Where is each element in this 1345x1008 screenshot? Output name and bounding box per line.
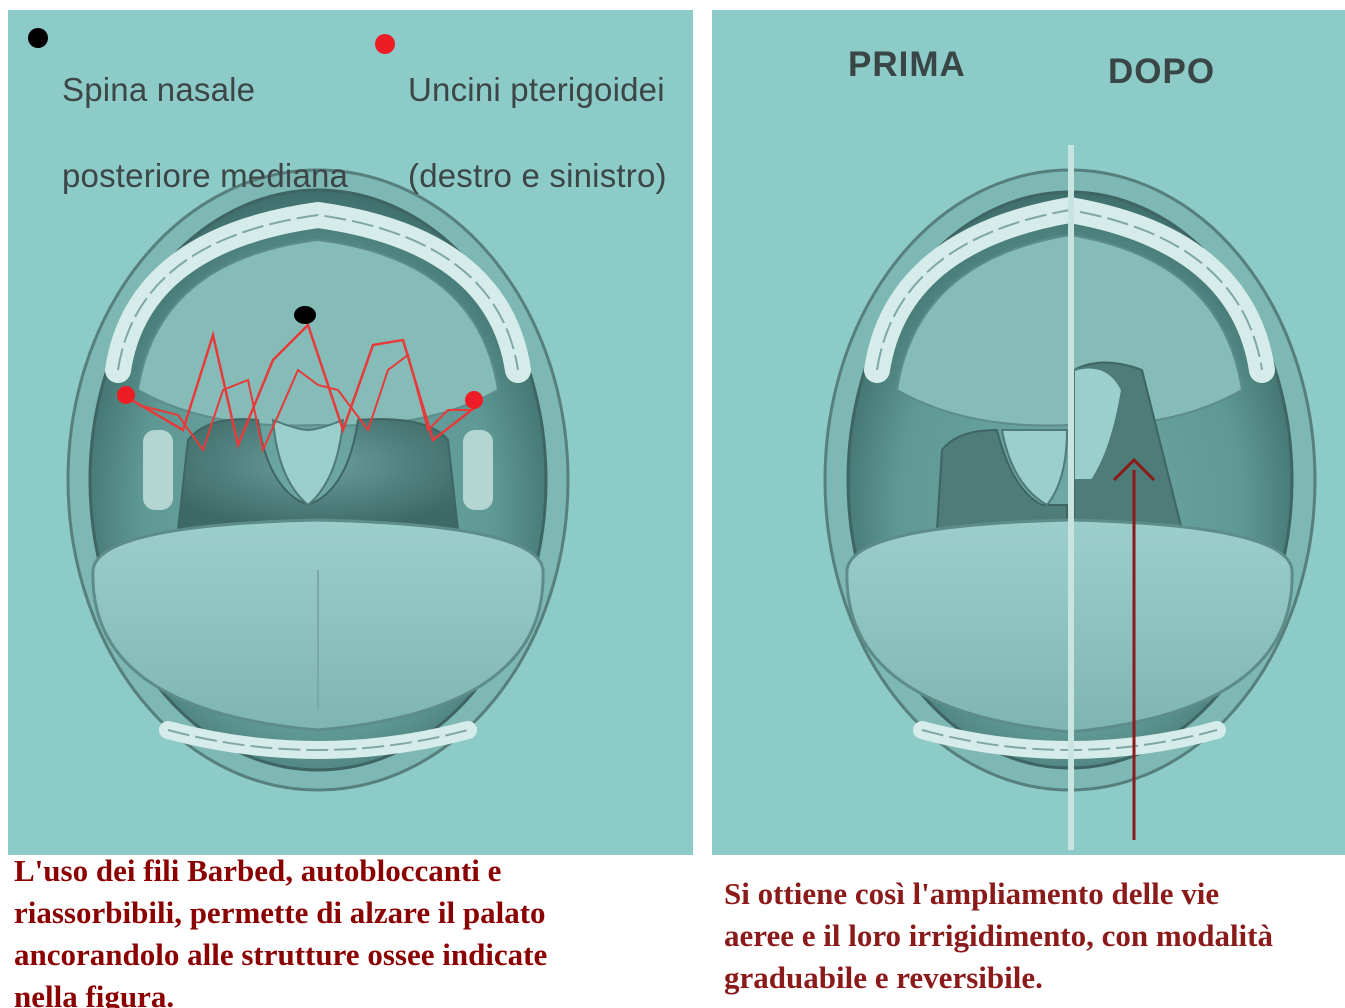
left-pterygoid-hook-marker [465,391,483,409]
legend-pterygoid-hooks-line1: Uncini pterigoidei [408,68,667,111]
caption-left-line2: riassorbibili, permette di alzare il pal… [14,892,694,934]
caption-right-line2: aeree e il loro irrigidimento, con modal… [724,915,1345,957]
caption-left-line3: ancorandolo alle strutture ossee indicat… [14,934,694,976]
red-marker-icon [375,34,395,54]
caption-right-line1: Si ottiene così l'ampliamento delle vie [724,873,1345,915]
after-label: DOPO [1108,52,1215,92]
caption-left-line1: L'uso dei fili Barbed, autobloccanti e [14,850,694,892]
mouth-illustration-right [712,10,1345,855]
before-after-divider [1068,145,1074,850]
legend-posterior-spine-line1: Spina nasale [62,68,348,111]
legend-posterior-spine-line2: posteriore mediana [62,154,348,197]
legend-pterygoid-hooks-line2: (destro e sinistro) [408,154,667,197]
caption-right: Si ottiene così l'ampliamento delle vie … [724,873,1345,1008]
caption-left: L'uso dei fili Barbed, autobloccanti e r… [14,850,694,1008]
caption-left-line4: nella figura. [14,976,694,1008]
posterior-nasal-spine-marker [294,306,316,324]
right-panel: PRIMA DOPO [712,10,1345,855]
right-pterygoid-hook-marker [117,386,135,404]
black-marker-icon [28,28,48,48]
left-panel: Spina nasale posteriore mediana Uncini p… [8,10,693,855]
caption-right-line3: graduabile e reversibile. [724,957,1345,999]
before-label: PRIMA [848,45,966,85]
legend-posterior-spine: Spina nasale posteriore mediana [62,25,348,240]
legend-pterygoid-hooks: Uncini pterigoidei (destro e sinistro) [408,25,667,240]
